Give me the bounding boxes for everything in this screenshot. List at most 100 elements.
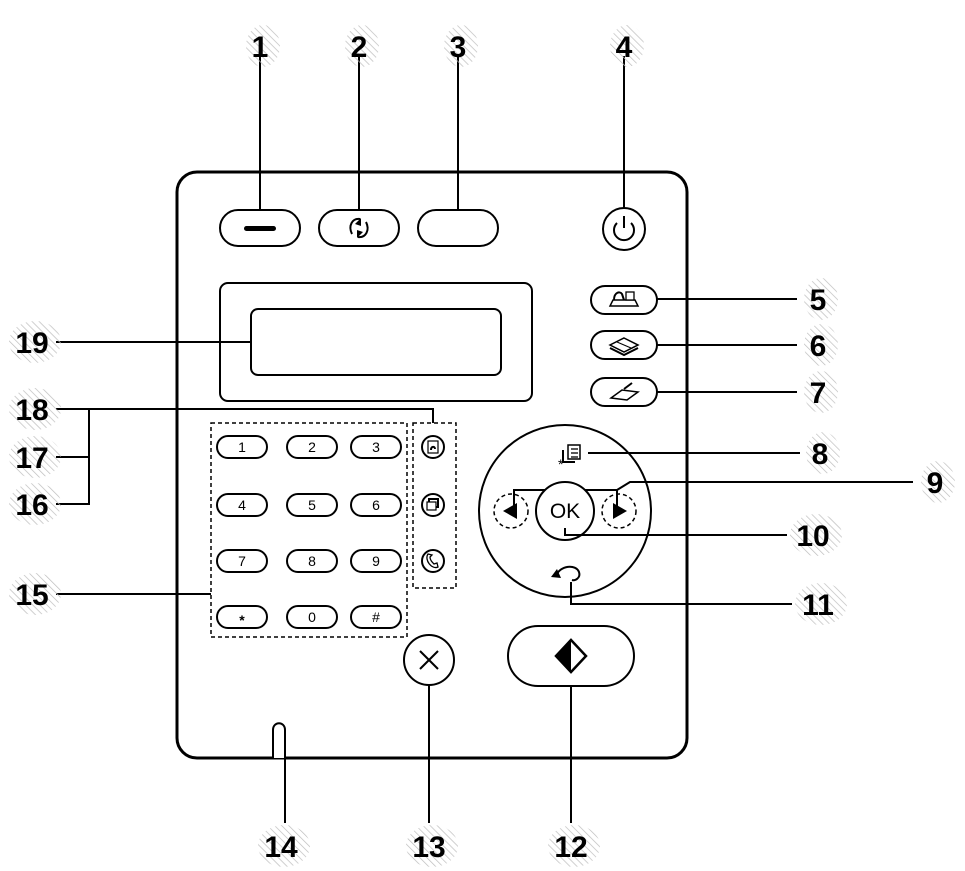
callout-7: 7	[804, 371, 838, 413]
callout-number: 1	[252, 31, 269, 64]
keypad-key-3[interactable]: 3	[350, 435, 402, 459]
callout-shadow	[9, 321, 61, 363]
keypad-key-label: 6	[372, 497, 380, 513]
callout-8: 8	[806, 432, 840, 474]
callout-shadow	[9, 436, 61, 478]
callout-number: 9	[927, 467, 944, 500]
dial-buttons-group	[412, 422, 457, 589]
callout-12: 12	[548, 825, 600, 867]
status-led	[272, 722, 286, 758]
keypad-key-label: 4	[238, 497, 246, 513]
start-icon	[554, 638, 588, 674]
address-book-button[interactable]	[421, 435, 445, 459]
callout-shadow	[804, 371, 838, 413]
keypad-key-4[interactable]: 4	[216, 493, 268, 517]
top-right-button[interactable]	[417, 209, 499, 247]
leader-lines	[56, 56, 913, 823]
keypad-key-2[interactable]: 2	[286, 435, 338, 459]
ok-button[interactable]: OK	[535, 481, 595, 541]
keypad-key-star[interactable]: *	[216, 605, 268, 629]
copy-button[interactable]	[590, 330, 658, 360]
back-button[interactable]	[551, 565, 581, 582]
keypad-key-7[interactable]: 7	[216, 549, 268, 573]
callout-1: 1	[246, 25, 280, 67]
redial-icon	[426, 498, 439, 511]
callout-10: 10	[790, 514, 842, 556]
power-icon	[613, 216, 635, 242]
scan-button[interactable]	[590, 377, 658, 407]
dash-icon	[244, 226, 276, 231]
keypad-key-label: 5	[308, 497, 316, 513]
keypad-key-label: 7	[238, 553, 246, 569]
callout-18: 18	[9, 388, 61, 430]
display-screen	[250, 308, 502, 376]
power-button[interactable]	[602, 207, 646, 251]
callout-number: 2	[351, 31, 368, 64]
callout-shadow	[9, 388, 61, 430]
callout-shadow	[921, 461, 955, 503]
callout-shadow	[246, 25, 280, 67]
keypad-key-label: 2	[308, 439, 316, 455]
callout-17: 17	[9, 436, 61, 478]
keypad-key-hash[interactable]: #	[350, 605, 402, 629]
callout-19: 19	[9, 321, 61, 363]
keypad-key-label: 8	[308, 553, 316, 569]
keypad-key-1[interactable]: 1	[216, 435, 268, 459]
callout-number: 14	[264, 831, 298, 864]
callout-shadow	[804, 324, 838, 366]
keypad-key-label: *	[239, 612, 245, 628]
keypad-key-8[interactable]: 8	[286, 549, 338, 573]
callout-shadow	[345, 25, 379, 67]
ok-label: OK	[550, 500, 580, 523]
callout-number: 12	[554, 831, 587, 864]
start-button[interactable]	[507, 625, 635, 687]
callout-number: 15	[15, 579, 48, 612]
keypad-key-6[interactable]: 6	[350, 493, 402, 517]
left-button[interactable]	[493, 493, 529, 529]
on-hook-dial-icon	[426, 553, 439, 569]
scan-icon	[609, 382, 640, 401]
menu-icon: *	[558, 444, 581, 472]
callout-number: 13	[412, 831, 445, 864]
right-button[interactable]	[601, 493, 637, 529]
stop-button[interactable]	[403, 634, 455, 686]
redial-button[interactable]	[421, 493, 445, 517]
callout-shadow	[406, 825, 458, 867]
keypad-key-9[interactable]: 9	[350, 549, 402, 573]
callout-shadow	[795, 583, 847, 625]
callout-13: 13	[406, 825, 458, 867]
callout-14: 14	[258, 825, 310, 867]
callout-9: 9	[921, 461, 955, 503]
callout-shadow	[258, 825, 310, 867]
menu-button[interactable]: *	[558, 444, 581, 472]
callout-shadow	[9, 573, 61, 615]
callout-shadow	[9, 483, 61, 525]
left-arrow-icon	[503, 503, 517, 519]
callout-number: 7	[810, 377, 827, 410]
callout-number: 19	[15, 327, 48, 360]
keypad-key-5[interactable]: 5	[286, 493, 338, 517]
keypad-key-0[interactable]: 0	[286, 605, 338, 629]
callout-number: 5	[810, 284, 827, 317]
callout-shadow	[804, 278, 838, 320]
callout-6: 6	[804, 324, 838, 366]
right-arrow-icon	[613, 503, 627, 519]
callout-5: 5	[804, 278, 838, 320]
fax-button[interactable]	[590, 285, 658, 315]
address-book-icon	[427, 440, 439, 454]
keypad-key-label: 3	[372, 439, 380, 455]
on-hook-dial-button[interactable]	[421, 549, 445, 573]
callout-shadow	[444, 25, 478, 67]
top-left-button[interactable]	[219, 209, 301, 247]
callout-15: 15	[9, 573, 61, 615]
callout-16: 16	[9, 483, 61, 525]
wps-button[interactable]	[318, 209, 400, 247]
callout-3: 3	[444, 25, 478, 67]
keypad-key-label: 9	[372, 553, 380, 569]
callout-number: 3	[450, 31, 467, 64]
callout-number: 4	[616, 31, 633, 64]
callout-number: 17	[15, 442, 48, 475]
keypad-key-label: #	[372, 609, 380, 625]
